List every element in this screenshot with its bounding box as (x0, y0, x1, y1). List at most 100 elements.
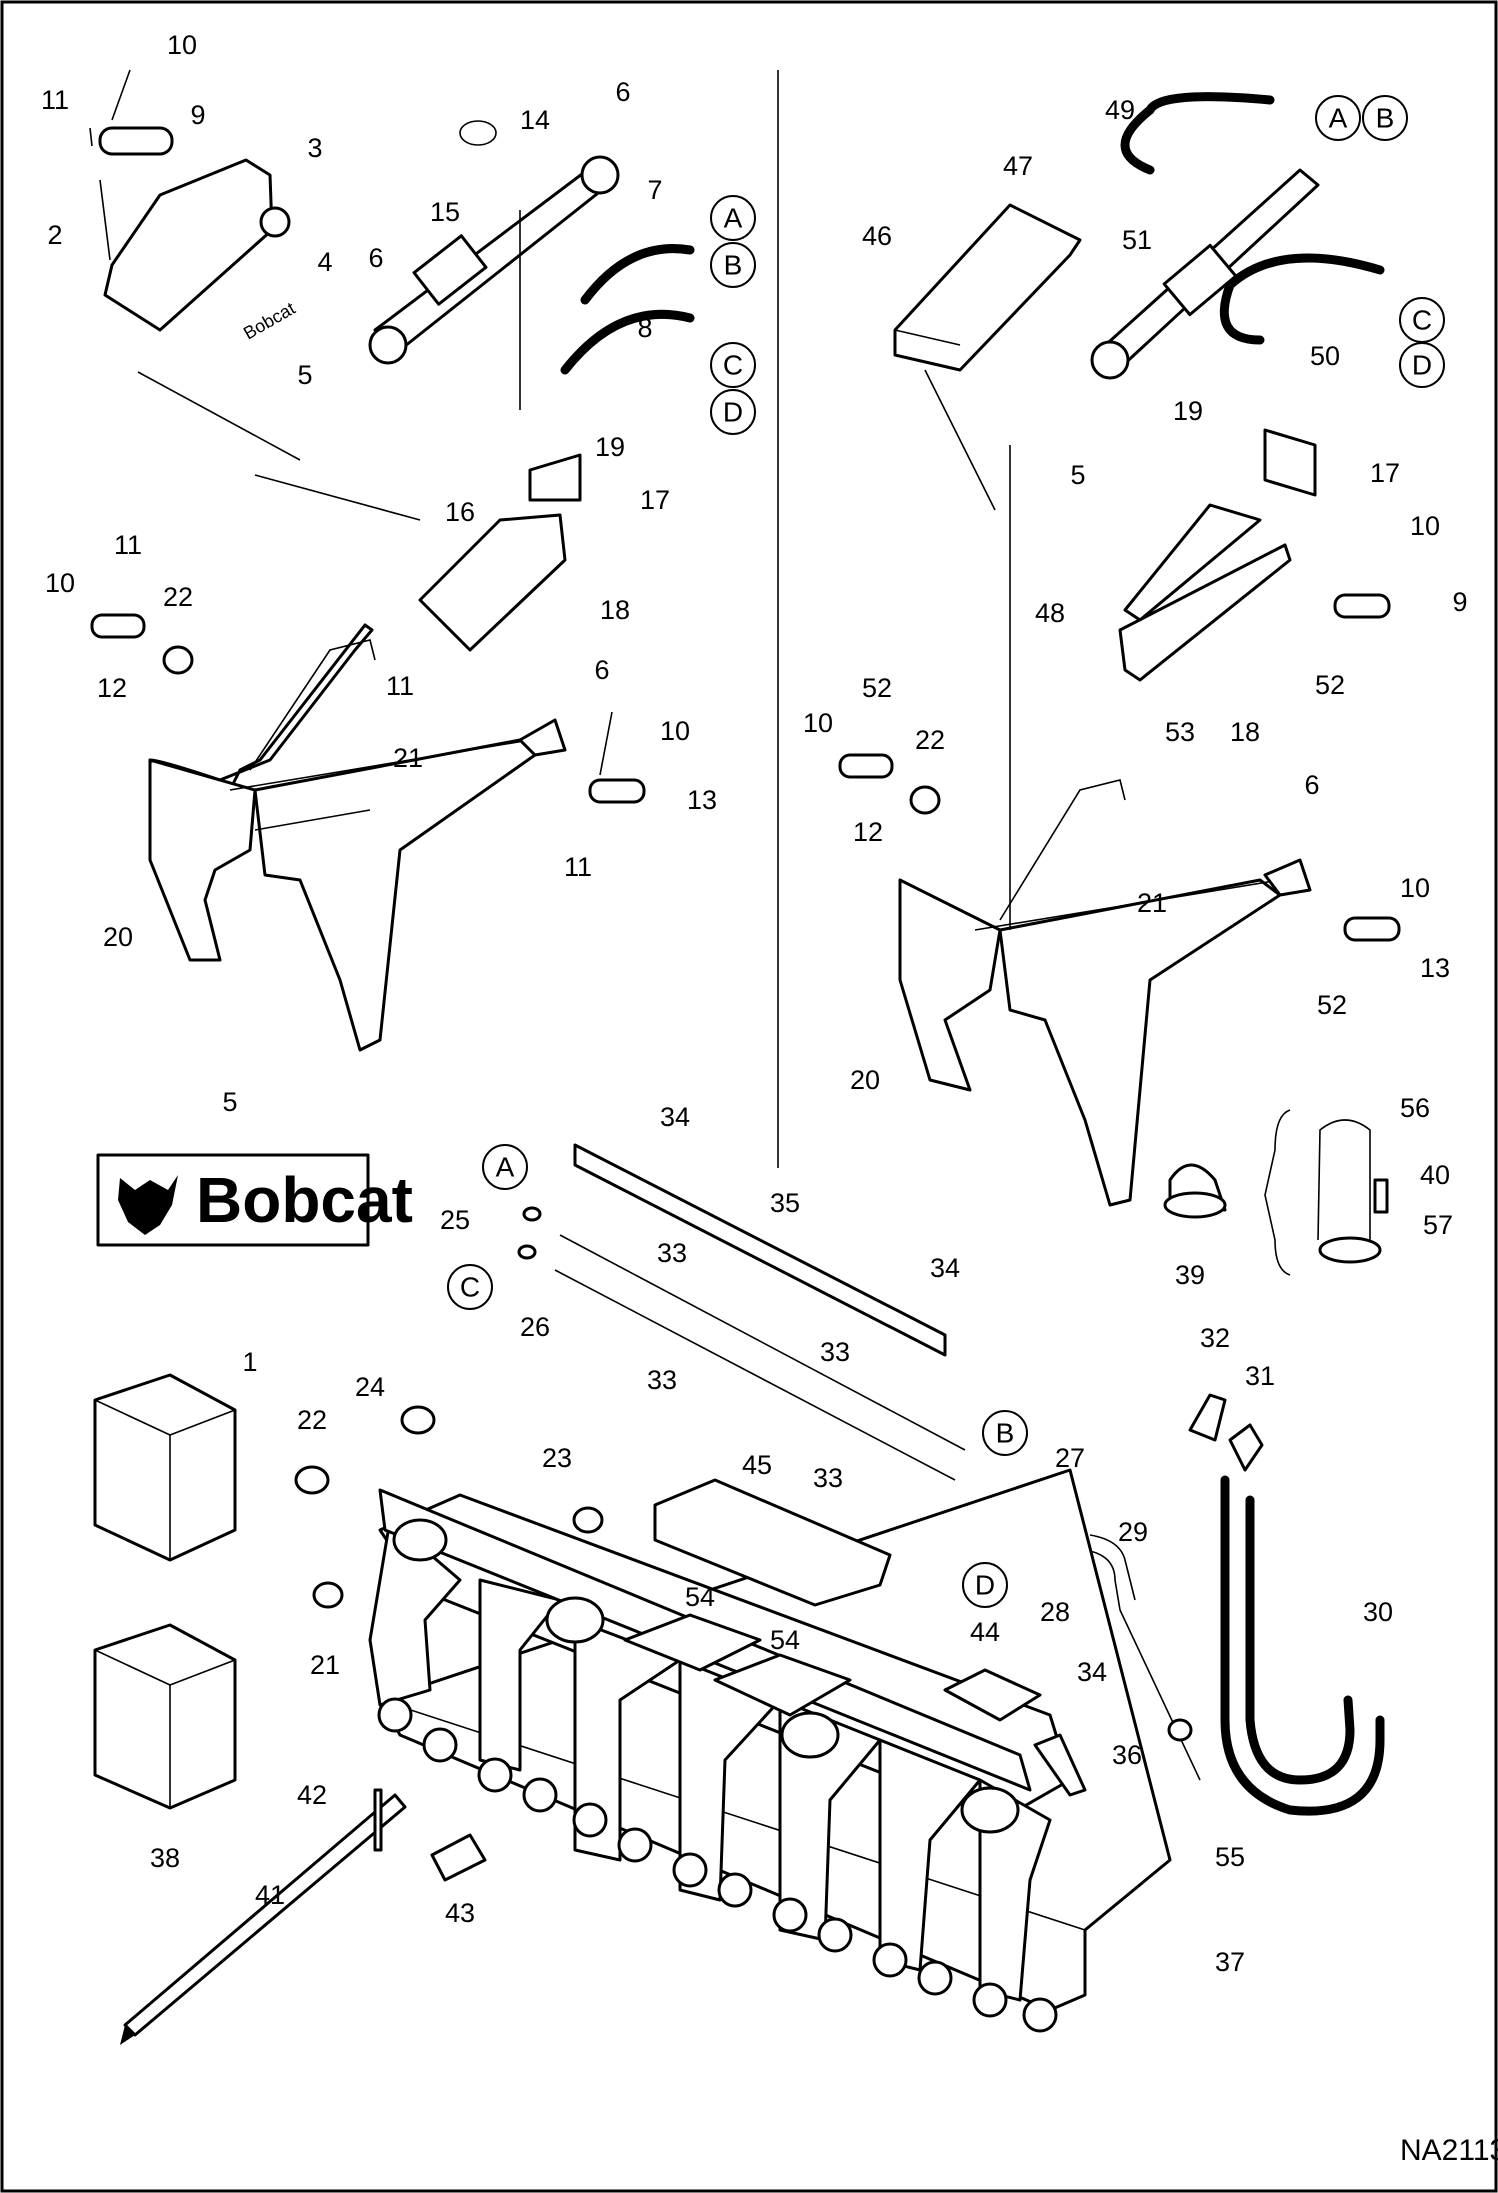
part-number-49: 49 (1105, 95, 1135, 125)
part-pin-13 (588, 778, 646, 804)
connection-callout-d-2: D (1399, 342, 1445, 388)
part-number-6: 6 (368, 243, 383, 273)
svg-text:B: B (996, 1418, 1015, 1449)
part-pin-42 (373, 1788, 383, 1852)
part-cover-47 (893, 203, 1082, 372)
part-number-1: 1 (242, 1347, 257, 1377)
part-number-21-2: 21 (1137, 888, 1167, 918)
part-plate-44 (943, 1668, 1042, 1722)
decal-5-small: Bobcat (240, 298, 299, 343)
part-number-57: 57 (1423, 1210, 1453, 1240)
part-pin-9-right (1333, 593, 1391, 619)
part-bushing-24 (400, 1405, 436, 1435)
part-number-6-2: 6 (615, 77, 630, 107)
connection-callout-c-3: C (447, 1264, 493, 1310)
part-tube-26b (554, 1269, 956, 1481)
part-number-5: 5 (297, 360, 312, 390)
part-number-22-3: 22 (297, 1405, 327, 1435)
connection-callout-b-2: B (1362, 95, 1408, 141)
part-number-47: 47 (1003, 151, 1033, 181)
part-number-5-3: 5 (1070, 460, 1085, 490)
part-number-10-5: 10 (1400, 873, 1430, 903)
part-number-3: 3 (307, 133, 322, 163)
part-plate-54a (623, 1613, 762, 1672)
part-number-5-2: 5 (222, 1087, 237, 1117)
connection-callout-a-2: A (1315, 95, 1361, 141)
part-number-54-2: 54 (770, 1625, 800, 1655)
part-number-14: 14 (520, 105, 550, 135)
part-bushing-22 (162, 645, 194, 675)
hose-7 (580, 244, 695, 305)
part-number-44: 44 (970, 1617, 1000, 1647)
bobcat-logo-icon (118, 1175, 178, 1235)
part-number-34-3: 34 (1077, 1657, 1107, 1687)
part-pin-12 (90, 613, 146, 639)
kit-brace (1264, 1109, 1291, 1276)
part-number-56: 56 (1400, 1093, 1430, 1123)
part-number-52-3: 52 (1317, 990, 1347, 1020)
svg-text:A: A (1329, 103, 1348, 134)
part-number-7: 7 (647, 175, 662, 205)
svg-text:D: D (1412, 350, 1432, 381)
svg-text:C: C (1412, 305, 1432, 336)
part-number-9: 9 (190, 100, 205, 130)
connection-callout-c-2: C (1399, 297, 1445, 343)
part-cylinder-51 (1090, 168, 1320, 380)
part-number-21-3: 21 (310, 1650, 340, 1680)
part-number-12: 12 (97, 673, 127, 703)
part-number-19: 19 (595, 432, 625, 462)
part-cap-55 (1167, 1718, 1193, 1742)
svg-text:C: C (723, 350, 743, 381)
svg-text:D: D (723, 397, 743, 428)
connection-callout-a-1: A (710, 195, 756, 241)
part-bracket-17-right (1263, 428, 1317, 497)
part-number-36: 36 (1112, 1740, 1142, 1770)
part-number-13-2: 13 (1420, 953, 1450, 983)
part-number-30: 30 (1363, 1597, 1393, 1627)
part-number-12-2: 12 (853, 817, 883, 847)
part-number-2: 2 (47, 220, 62, 250)
part-number-21: 21 (393, 743, 423, 773)
part-number-39: 39 (1175, 1260, 1205, 1290)
part-plate-45 (653, 1478, 892, 1607)
part-number-8: 8 (637, 313, 652, 343)
part-number-42: 42 (297, 1780, 327, 1810)
part-number-43: 43 (445, 1898, 475, 1928)
part-clamp-39 (1163, 1163, 1227, 1219)
left-grapple-assembly: Bobcat (89, 69, 695, 1052)
part-number-10-3: 10 (660, 716, 690, 746)
part-number-46: 46 (862, 221, 892, 251)
connection-callout-b-1: B (710, 242, 756, 288)
svg-text:A: A (496, 1152, 515, 1183)
part-number-33-3: 33 (820, 1337, 850, 1367)
part-number-10-4: 10 (803, 708, 833, 738)
part-pin-13-right (1343, 916, 1401, 942)
part-number-27: 27 (1055, 1443, 1085, 1473)
svg-text:C: C (460, 1272, 480, 1303)
part-spear-41 (123, 1793, 407, 2037)
part-tube-26a (559, 1234, 966, 1451)
part-number-41: 41 (255, 1880, 285, 1910)
part-holder-56 (1317, 1119, 1389, 1264)
connection-callout-b-3: B (982, 1410, 1028, 1456)
part-box-38 (93, 1623, 237, 1810)
svg-text:B: B (724, 250, 743, 281)
part-number-55: 55 (1215, 1842, 1245, 1872)
part-number-10-2: 10 (45, 568, 75, 598)
part-number-29: 29 (1118, 1517, 1148, 1547)
part-sleeve-43 (430, 1833, 487, 1882)
part-number-33-2: 33 (647, 1365, 677, 1395)
part-cylinder-15 (368, 120, 620, 365)
part-number-13: 13 (687, 785, 717, 815)
part-number-15: 15 (430, 197, 460, 227)
part-cover-16 (418, 513, 567, 652)
part-tube-29 (1089, 1534, 1136, 1601)
part-number-22: 22 (163, 582, 193, 612)
part-number-48: 48 (1035, 598, 1065, 628)
part-number-4: 4 (317, 247, 332, 277)
part-number-10-6: 10 (1410, 511, 1440, 541)
